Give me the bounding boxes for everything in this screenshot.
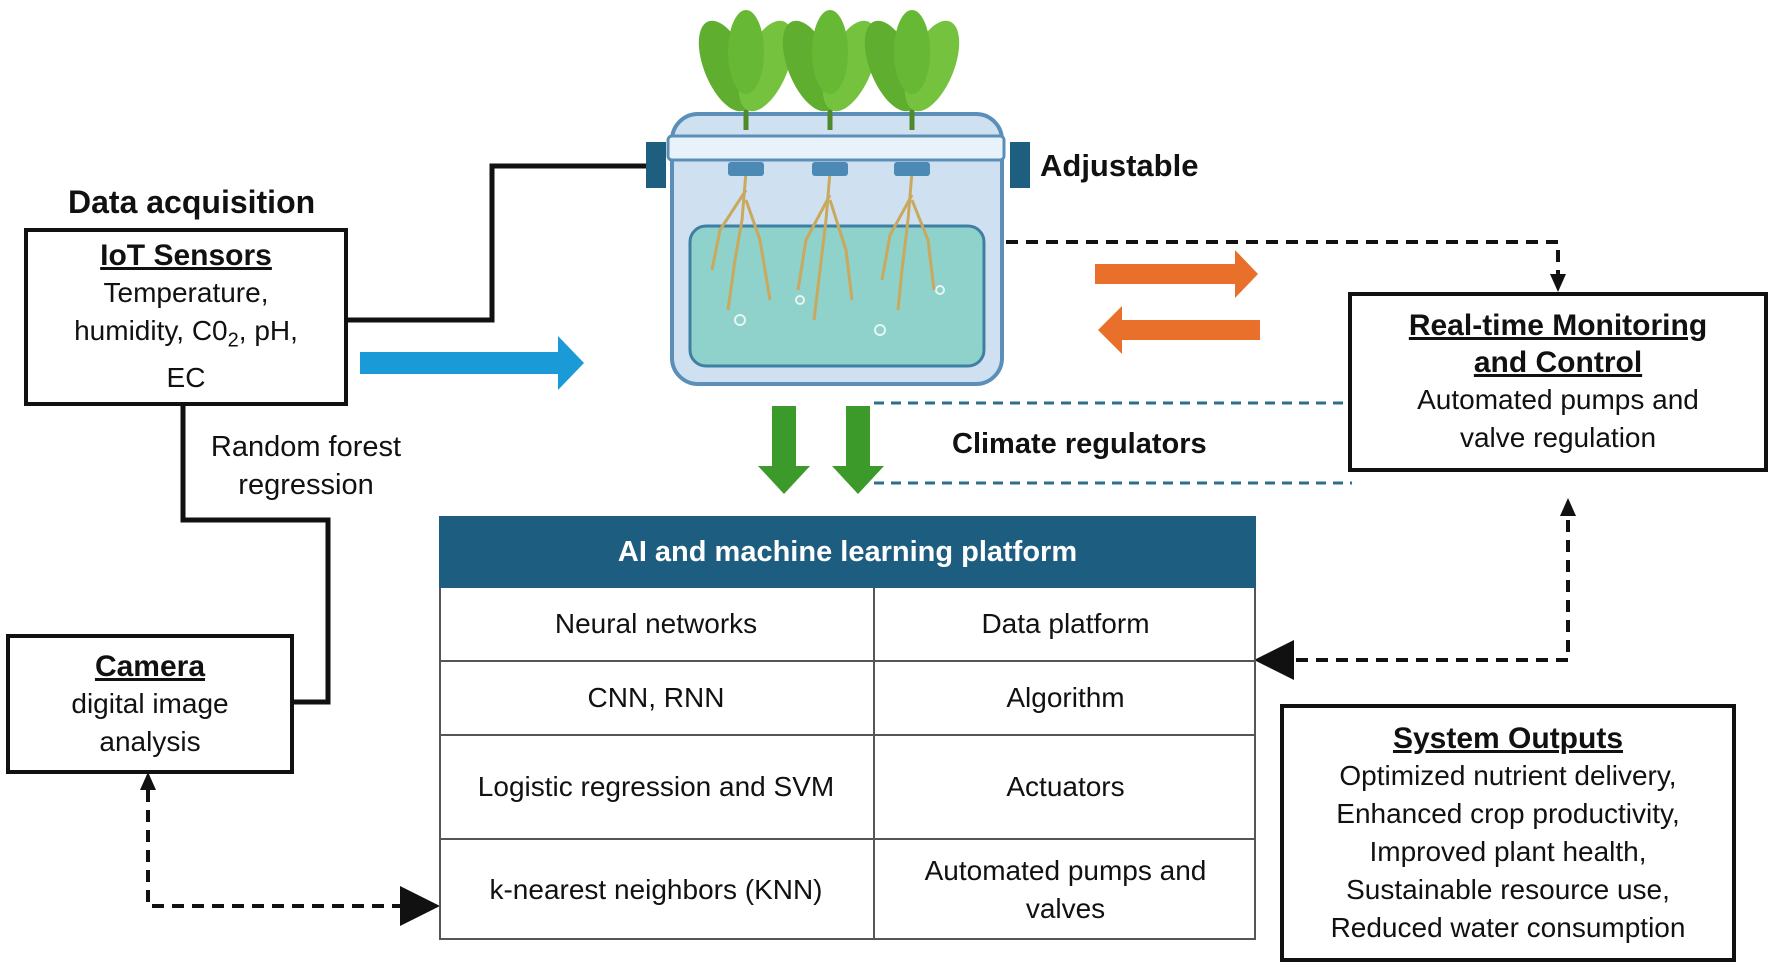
iot-line2: humidity, C02, pH, <box>74 312 298 360</box>
camera-line1: digital image <box>71 687 229 719</box>
camera-title: Camera <box>94 649 206 683</box>
ai-cell-left-2: Logistic regression and SVM <box>439 736 875 840</box>
output-item: Improved plant health, <box>1369 835 1647 867</box>
ai-cell-right-3: Automated pumps and valves <box>924 855 1207 924</box>
camera-line2: analysis <box>99 725 201 757</box>
monitoring-title1: Real-time Monitoring <box>1408 309 1708 342</box>
output-item: Reduced water consumption <box>1330 911 1686 943</box>
monitoring-up-arrowhead <box>1560 498 1576 516</box>
system-outputs-title: System Outputs <box>1392 721 1624 755</box>
orange-arrow-left <box>1098 306 1260 354</box>
orange-arrow-right <box>1095 250 1258 298</box>
iot-line2-prefix: humidity, C0 <box>74 314 228 346</box>
monitoring-line2: valve regulation <box>1459 422 1657 453</box>
monitoring-box: Real-time Monitoring and Control Automat… <box>1348 292 1768 472</box>
random-forest-line1: Random forest <box>210 431 402 463</box>
monitoring-title2: and Control <box>1473 346 1643 379</box>
iot-camera-connector <box>180 404 331 705</box>
iot-line2-sub: 2 <box>227 329 239 352</box>
iot-line3: EC <box>166 362 206 394</box>
camera-arrowhead <box>140 772 156 790</box>
system-outputs-box: System Outputs Optimized nutrient delive… <box>1280 704 1736 962</box>
camera-knn-dashed <box>146 790 440 926</box>
ai-platform-header: AI and machine learning platform <box>439 516 1256 588</box>
roots-icon <box>710 171 936 321</box>
output-item: Optimized nutrient delivery, <box>1339 759 1677 791</box>
random-forest-label: Random forest regression <box>196 428 416 504</box>
adjustable-label: Adjustable <box>1040 148 1199 183</box>
plant-icon <box>698 10 960 130</box>
ai-cell-right-1: Algorithm <box>875 662 1256 736</box>
green-arrow-2 <box>832 406 884 494</box>
iot-tank-connector <box>346 163 650 323</box>
net-pots-icon <box>728 162 930 176</box>
camera-box: Camera digital image analysis <box>6 634 294 774</box>
platform-monitoring-dashed <box>1254 520 1570 680</box>
output-item: Enhanced crop productivity, <box>1336 797 1680 829</box>
iot-sensors-title: IoT Sensors <box>100 238 272 272</box>
climate-regulators-label: Climate regulators <box>952 428 1207 460</box>
hydroponic-tank-icon <box>646 112 1030 386</box>
monitoring-down-arrowhead <box>1550 274 1566 292</box>
blue-arrow <box>360 336 584 390</box>
iot-line1: Temperature, <box>103 276 269 308</box>
monitoring-line1: Automated pumps and <box>1417 384 1699 415</box>
data-acquisition-heading: Data acquisition <box>68 184 316 220</box>
green-arrow-1 <box>758 406 810 494</box>
ai-cell-left-1: CNN, RNN <box>439 662 875 736</box>
random-forest-line2: regression <box>238 469 374 501</box>
ai-cell-right-2: Actuators <box>875 736 1256 840</box>
ai-cell-left-0: Neural networks <box>439 588 875 662</box>
ai-cell-left-3: k-nearest neighbors (KNN) <box>439 840 875 940</box>
tank-monitoring-dashed <box>962 222 1560 282</box>
ai-cell-right-0: Data platform <box>875 588 1256 662</box>
iot-sensors-box: IoT Sensors Temperature, humidity, C02, … <box>24 228 348 406</box>
iot-line2-suffix: , pH, <box>238 314 298 346</box>
output-item: Sustainable resource use, <box>1346 873 1670 905</box>
